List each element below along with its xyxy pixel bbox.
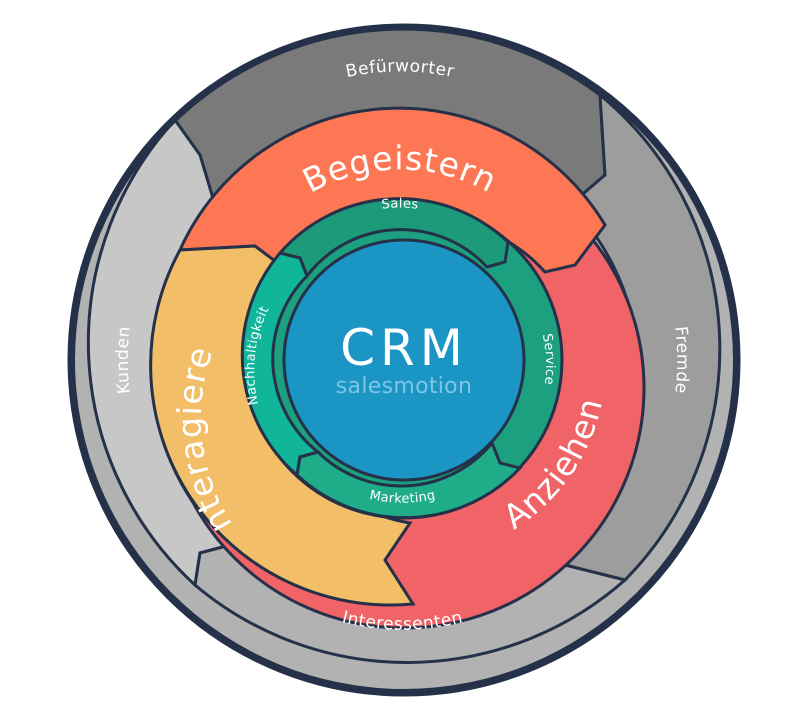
outer-label-fremde: Fremde bbox=[670, 325, 692, 394]
brand-logo-text: salesmotion bbox=[336, 374, 472, 399]
inner-label-marketing: Marketing bbox=[368, 488, 437, 507]
inner-label-service: Service bbox=[539, 332, 557, 385]
inner-segment-marketing bbox=[295, 440, 523, 520]
outer-rim bbox=[67, 23, 741, 697]
crm-center-circle bbox=[282, 238, 526, 482]
crm-title: CRM bbox=[340, 319, 468, 377]
inner-segment-sales bbox=[277, 197, 510, 280]
inner-label-sales: Sales bbox=[381, 196, 419, 212]
